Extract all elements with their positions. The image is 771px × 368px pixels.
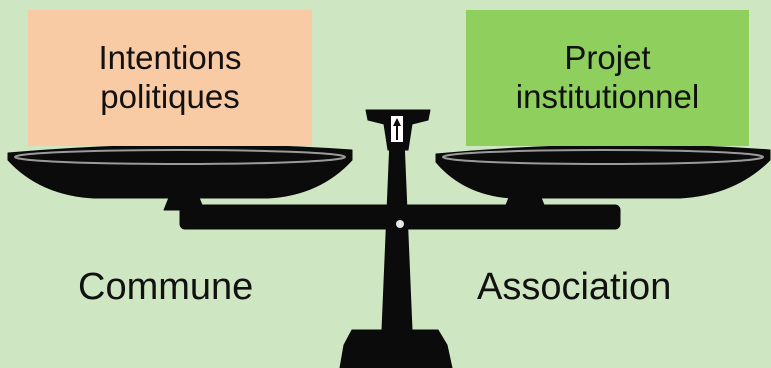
scale-pointer xyxy=(393,118,401,126)
association-label: Association xyxy=(477,266,672,308)
right-box-line2: institutionnel xyxy=(515,78,700,115)
left-box-line2: politiques xyxy=(100,78,240,115)
intentions-politiques-box: Intentions politiques xyxy=(28,10,312,146)
scale-beam xyxy=(179,204,621,230)
scale-base xyxy=(339,329,453,368)
left-box-line1: Intentions xyxy=(98,39,242,77)
commune-label: Commune xyxy=(78,266,254,308)
left-pan-rim xyxy=(14,149,346,165)
projet-institutionnel-box: Projet institutionnel xyxy=(466,10,749,146)
right-box-line1: Projet xyxy=(564,39,651,77)
scale-pivot xyxy=(396,220,404,228)
scale-pillar xyxy=(381,139,413,331)
right-pan-rim xyxy=(442,149,764,165)
